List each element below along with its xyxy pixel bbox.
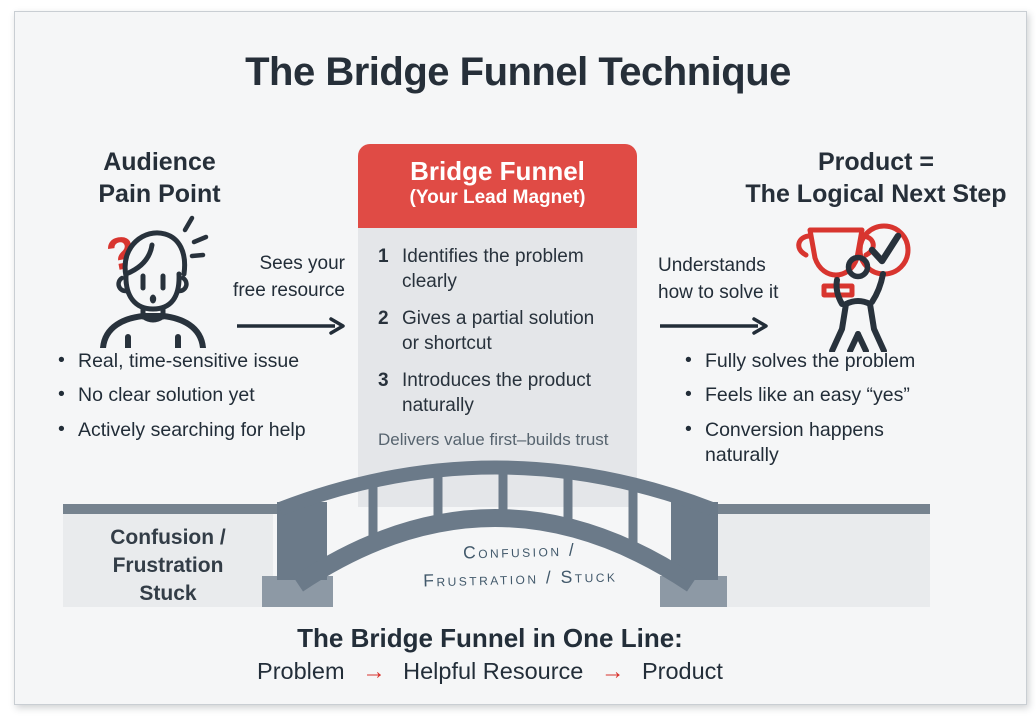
- flow-step-resource: Helpful Resource: [403, 658, 584, 684]
- bridge-posts: [368, 464, 638, 553]
- list-item: • Actively searching for help: [58, 418, 353, 443]
- bridge-arch: [292, 509, 698, 592]
- trophy-winner-icon: [796, 223, 911, 352]
- step-row: 1 Identifies the problem clearly: [378, 244, 623, 294]
- step-row: 2 Gives a partial solution or shortcut: [378, 306, 623, 356]
- step-number: 1: [378, 246, 389, 267]
- flow-step-product: Product: [641, 658, 723, 684]
- mouth: [149, 294, 157, 304]
- red-arrow-icon: →: [362, 658, 386, 684]
- step-text: Gives a partial solution or shortcut: [402, 308, 595, 355]
- bullet-dot: •: [685, 383, 692, 406]
- stress-marks-icon: [182, 215, 209, 259]
- lead-magnet-caption: Delivers value first–builds trust: [378, 430, 609, 450]
- bullet-dot: •: [58, 349, 65, 371]
- bullet-dot: •: [685, 349, 692, 371]
- checkmark-icon: [868, 232, 902, 265]
- right-deck-band: [715, 504, 930, 514]
- right-arrow-label: Understands how to solve it: [658, 255, 779, 303]
- lead-magnet-title: Bridge Funnel: [410, 156, 585, 186]
- one-liner: The Bridge Funnel in One Line: Problem →…: [0, 623, 980, 685]
- left-right-arrow-icon: [237, 317, 345, 335]
- step-text: Introduces the product naturally: [402, 370, 592, 417]
- page-title: The Bridge Funnel Technique: [245, 50, 791, 94]
- red-arrow-icon: →: [600, 658, 625, 684]
- list-item: • Conversion happens naturally: [685, 418, 937, 469]
- bullet-dot: •: [58, 383, 65, 406]
- lead-magnet-subtitle: (Your Lead Magnet): [409, 186, 586, 208]
- lead-magnet-card: Bridge Funnel (Your Lead Magnet) 1 Ident…: [358, 144, 637, 507]
- list-item: • Feels like an easy “yes”: [685, 383, 937, 408]
- left-bullet-list: • Real, time-sensitive issue • No clear …: [58, 349, 353, 452]
- right-bank: [718, 506, 930, 607]
- left-arrow-label: Sees your free resource: [233, 253, 345, 301]
- right-bullet-list: • Fully solves the problem • Feels like …: [685, 349, 937, 477]
- one-liner-title: The Bridge Funnel in One Line:: [297, 623, 683, 653]
- bullet-dot: •: [685, 417, 692, 440]
- list-item: • Real, time-sensitive issue: [58, 349, 353, 374]
- left-bank: [63, 506, 273, 607]
- left-column-heading: Audience Pain Point: [98, 148, 221, 208]
- left-deck-band: [63, 504, 280, 514]
- flow-step-problem: Problem: [257, 658, 345, 684]
- list-item: • No clear solution yet: [58, 383, 353, 408]
- under-bridge-label: Confusion / Frustration / Stuck: [422, 539, 618, 591]
- lead-magnet-header: Bridge Funnel (Your Lead Magnet): [358, 144, 637, 228]
- worried-person-icon: ?: [100, 215, 209, 348]
- list-item: • Fully solves the problem: [685, 349, 937, 374]
- one-liner-flow: Problem → Helpful Resource → Product: [0, 658, 980, 685]
- bridge-deck: [277, 460, 715, 516]
- left-bank-label: Confusion / Frustration Stuck: [110, 526, 226, 605]
- bridge-illustration: [63, 460, 930, 607]
- right-column-heading: Product = The Logical Next Step: [745, 148, 1007, 208]
- right-right-arrow-icon: [660, 317, 768, 335]
- step-number: 3: [378, 370, 389, 392]
- lead-magnet-steps: 1 Identifies the problem clearly 2 Gives…: [378, 244, 623, 450]
- step-number: 2: [378, 308, 389, 330]
- bullet-dot: •: [58, 417, 65, 440]
- step-text: Identifies the problem clearly: [402, 246, 584, 293]
- step-row: 3 Introduces the product naturally: [378, 368, 623, 418]
- celebrating-person-icon: [829, 254, 887, 352]
